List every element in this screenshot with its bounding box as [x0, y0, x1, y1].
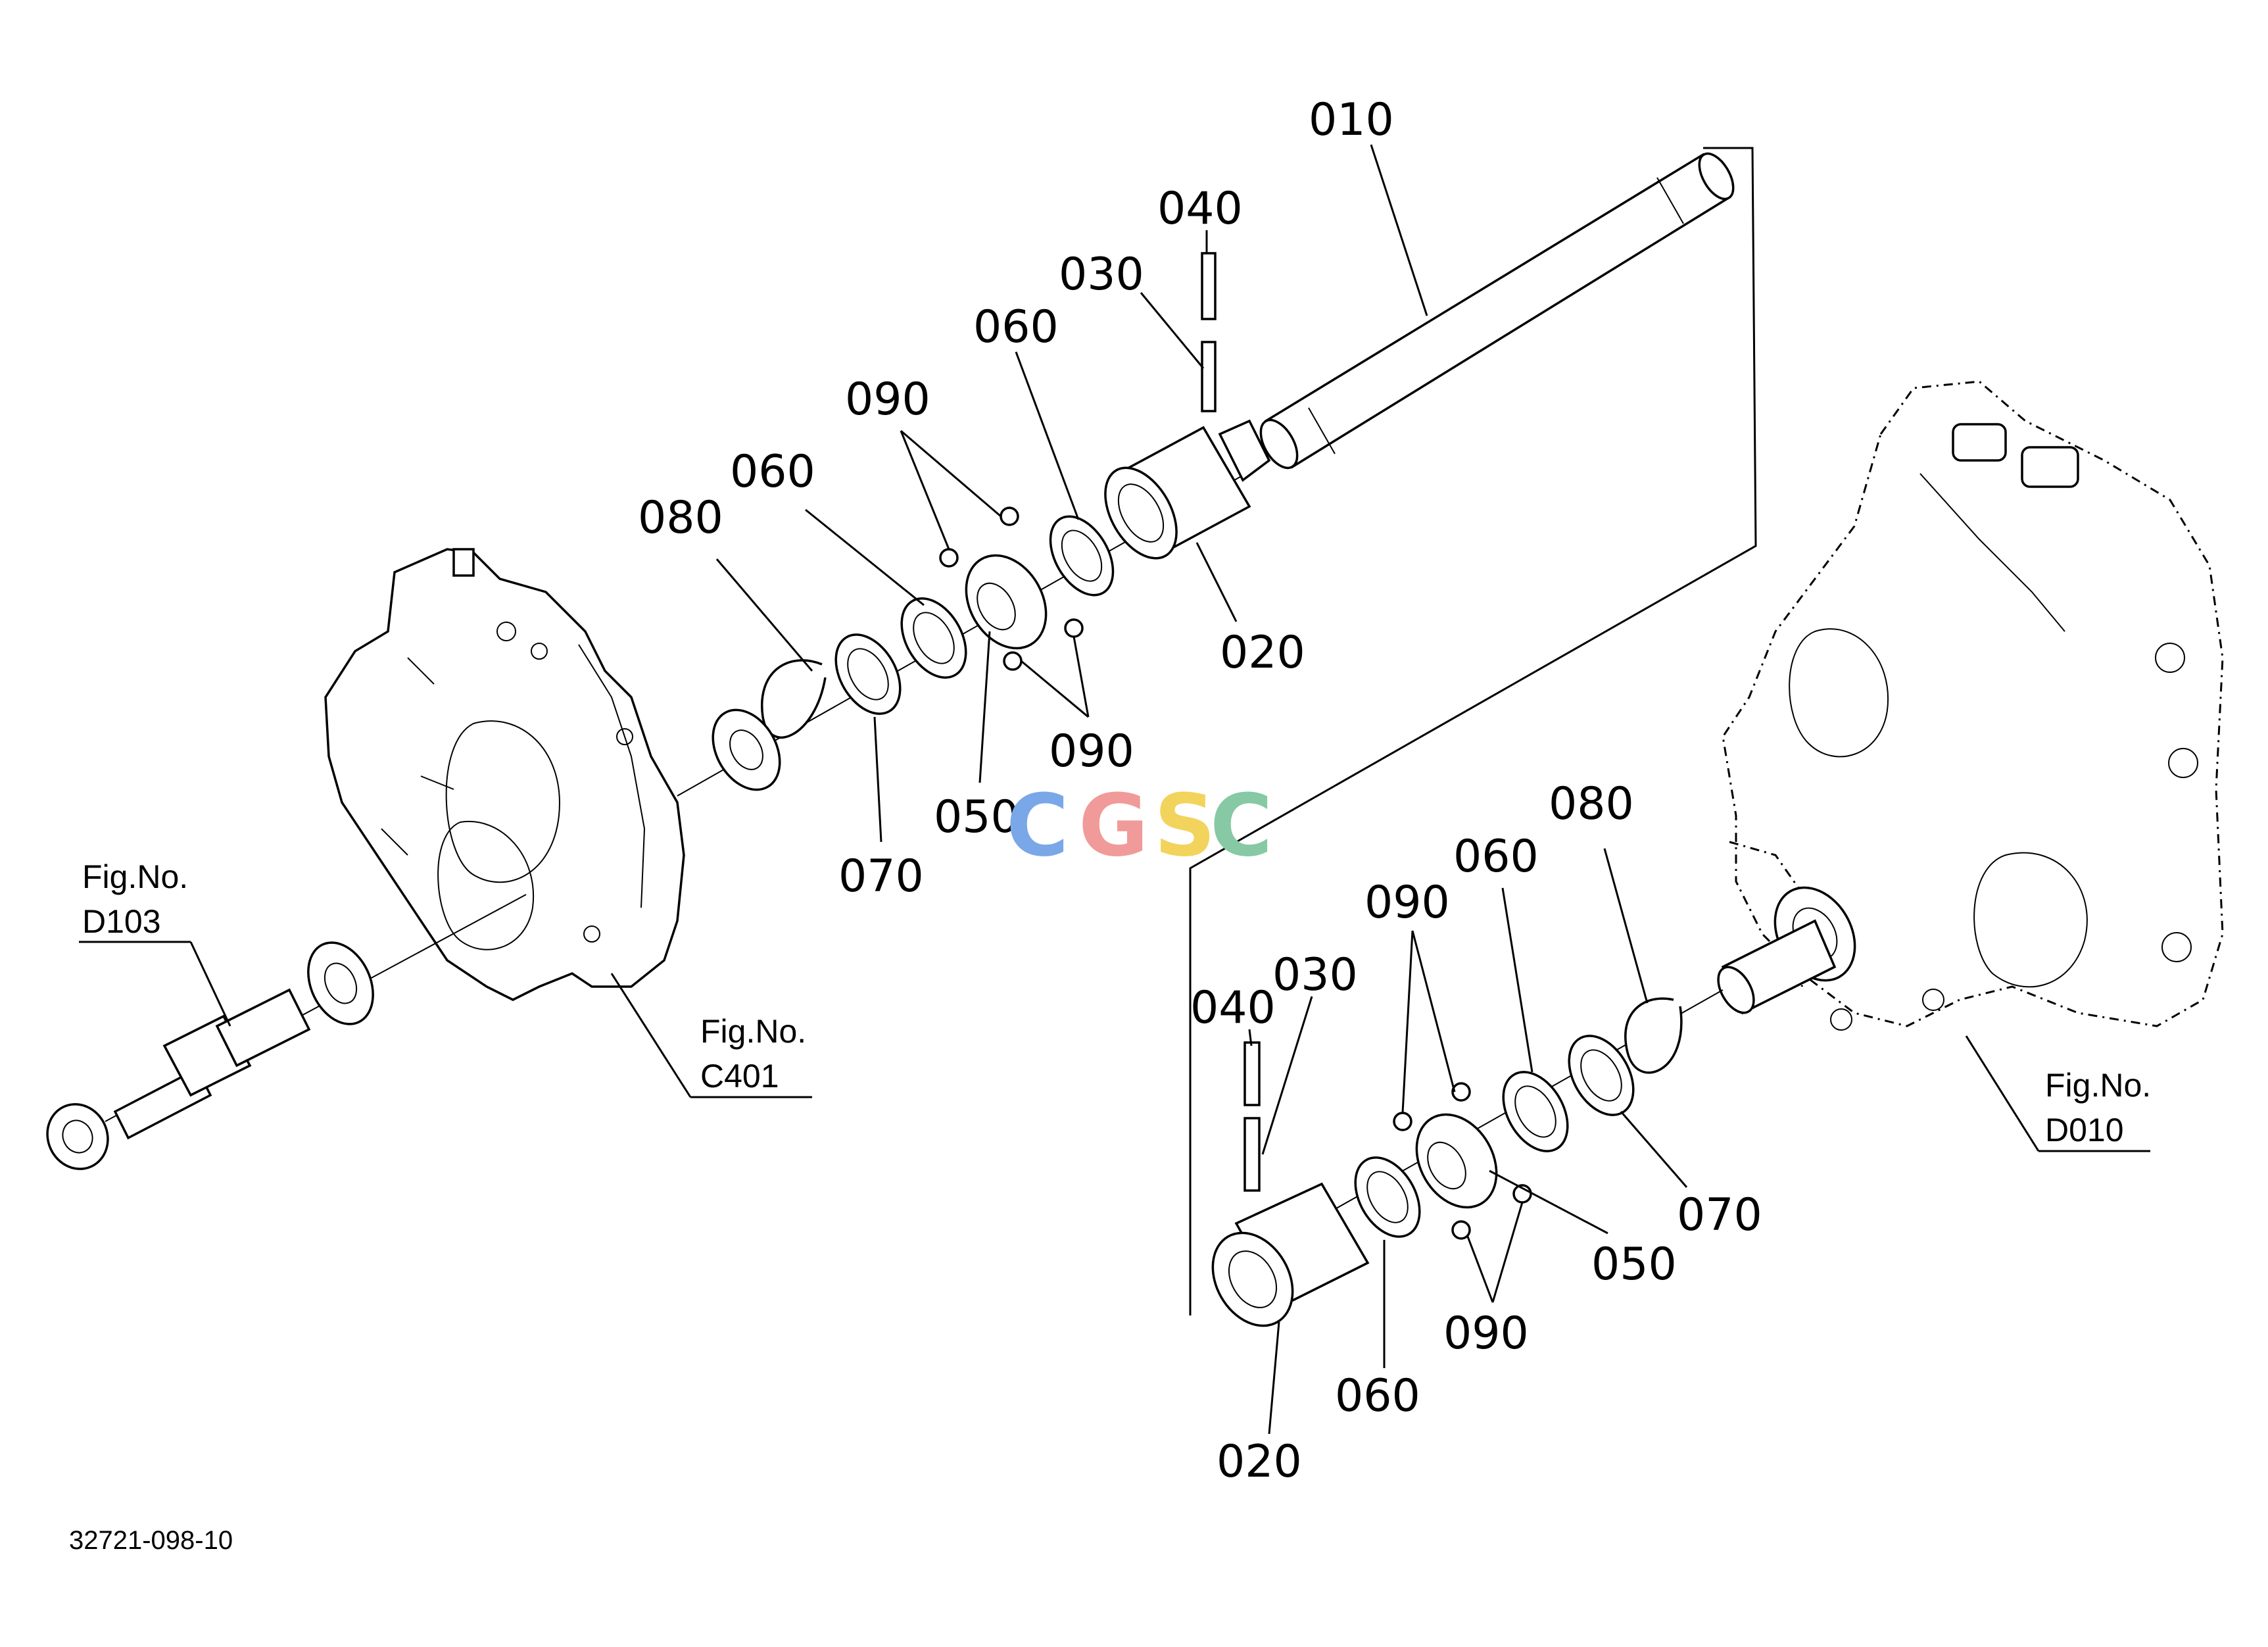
transmission-housing-left: [324, 548, 685, 1001]
drive-pinion-assembly: [46, 894, 527, 1170]
circlip: [761, 659, 827, 739]
label-060-lower-b: 060: [1335, 1370, 1420, 1422]
label-080-upper: 080: [638, 492, 723, 544]
watermark-letter-1: C: [1006, 775, 1069, 875]
leader-lines: [79, 144, 2150, 1435]
upper-part-labels: 010 040 030 060 090 060 080 020 090 050 …: [638, 94, 1394, 902]
label-040-lower: 040: [1190, 982, 1276, 1034]
main-shaft: [1264, 153, 1731, 469]
label-090-upper-a: 090: [845, 374, 930, 426]
label-030-lower: 030: [1272, 949, 1358, 1001]
upper-shaft-assembly: [677, 147, 1757, 1315]
fig-ref-d103-number: D103: [82, 903, 161, 940]
label-020-upper: 020: [1220, 627, 1305, 679]
figure-references: Fig.No. D103 Fig.No. C401 Fig.No. D010: [82, 858, 2151, 1148]
fig-ref-c401-number: C401: [700, 1058, 779, 1094]
label-070-lower: 070: [1677, 1189, 1762, 1241]
watermark-letter-4: C: [1210, 775, 1272, 875]
transmission-housing-right: [1717, 380, 2224, 1031]
label-050-upper: 050: [934, 791, 1019, 843]
fig-ref-d010-title: Fig.No.: [2045, 1067, 2151, 1104]
fig-ref-d103-title: Fig.No.: [82, 858, 188, 895]
label-050-lower: 050: [1591, 1239, 1677, 1291]
label-080-lower: 080: [1549, 778, 1634, 830]
label-060-upper-a: 060: [973, 301, 1059, 353]
watermark-letter-2: G: [1078, 775, 1149, 875]
label-070-upper: 070: [838, 850, 924, 902]
pin-040: [1201, 252, 1217, 320]
watermark-logo: C G S C: [1006, 775, 1272, 875]
label-030-upper: 030: [1059, 249, 1144, 301]
document-code: 32721-098-10: [69, 1526, 233, 1555]
label-020-lower: 020: [1217, 1436, 1302, 1488]
label-090-lower-b: 090: [1443, 1308, 1529, 1360]
pin-030: [1201, 341, 1217, 412]
pin-040: [1243, 1041, 1261, 1106]
fig-ref-c401-title: Fig.No.: [700, 1013, 806, 1050]
label-090-lower-a: 090: [1364, 877, 1450, 929]
fig-ref-d010-number: D010: [2045, 1112, 2124, 1148]
pin-030: [1243, 1117, 1261, 1192]
lower-part-labels: 080 060 090 030 040 070 050 090 060 020: [1190, 778, 1762, 1488]
label-040-upper: 040: [1157, 183, 1243, 235]
label-010-upper: 010: [1309, 94, 1394, 146]
lower-shaft-assembly: [1211, 989, 1724, 1327]
label-060-lower-a: 060: [1453, 831, 1539, 883]
label-090-upper-b: 090: [1049, 725, 1134, 777]
circlip: [1624, 997, 1683, 1074]
label-060-upper-b: 060: [730, 446, 815, 498]
watermark-letter-3: S: [1154, 775, 1216, 875]
